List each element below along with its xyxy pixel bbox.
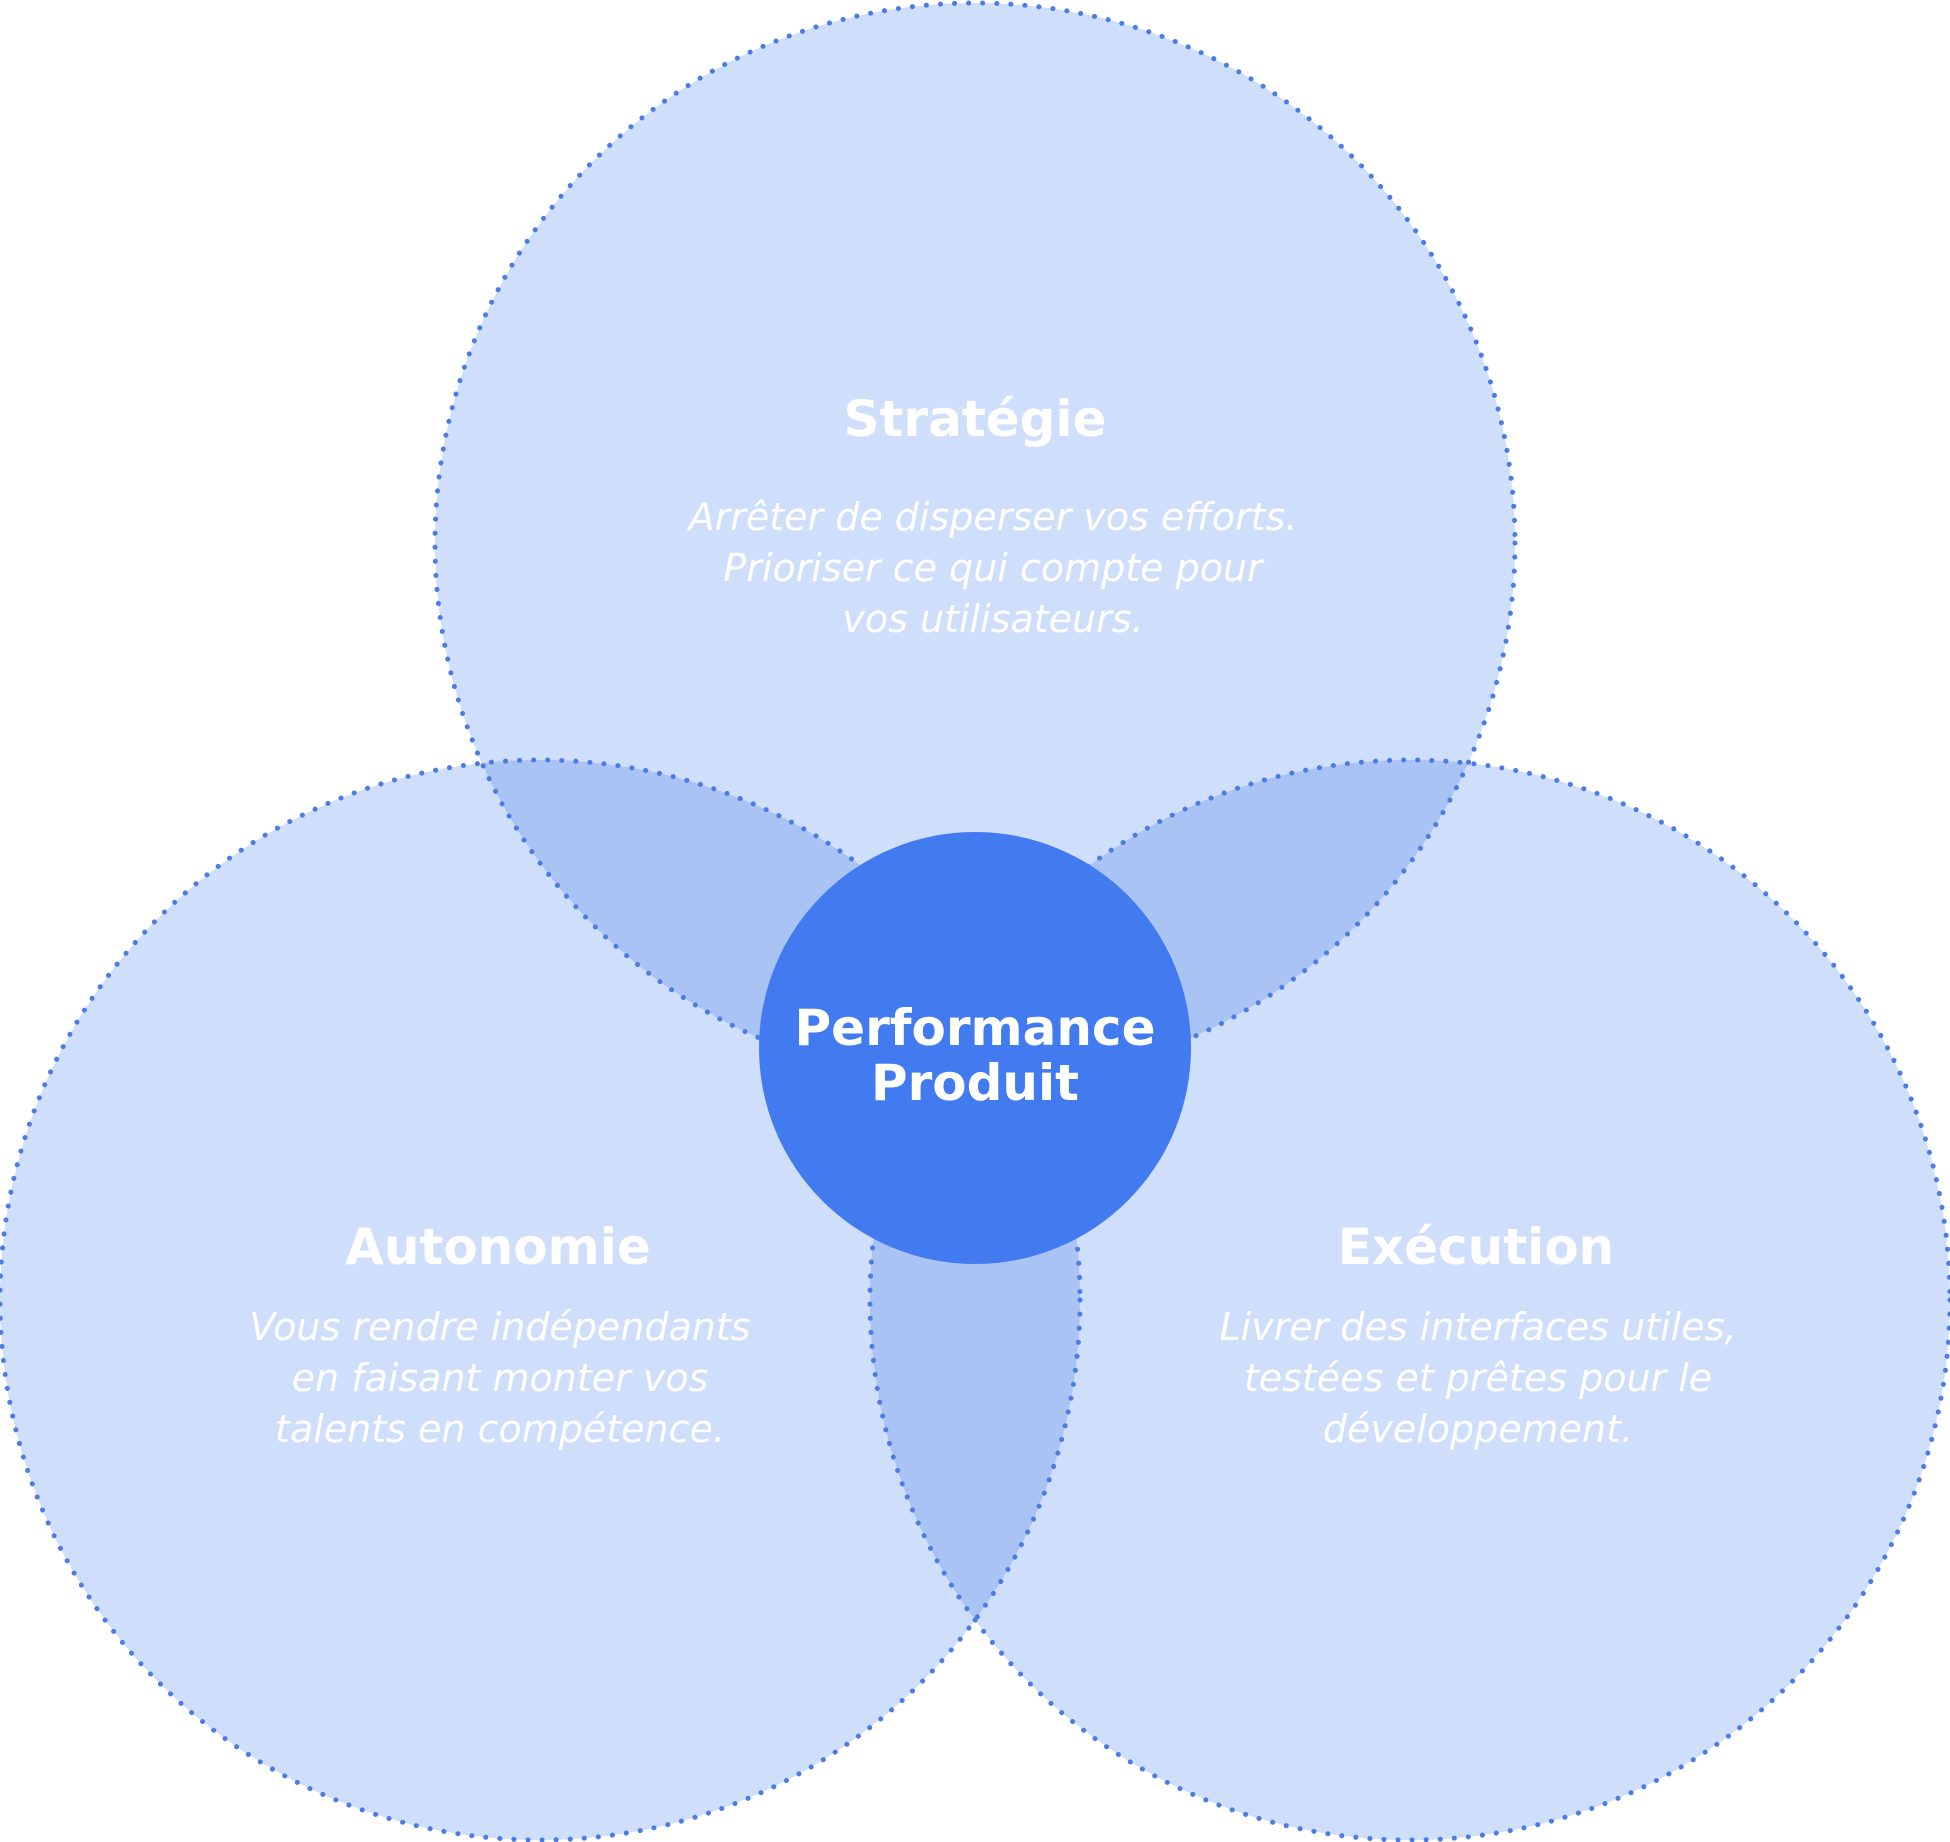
center-circle: [759, 832, 1191, 1264]
center-label-line2: Produit: [871, 1054, 1079, 1112]
center-label-line1: Performance: [795, 999, 1156, 1057]
autonomie-desc-line1: Vous rendre indépendants: [249, 1305, 750, 1349]
autonomie-desc-line2: en faisant monter vos: [292, 1356, 709, 1400]
outline-execution: [867, 757, 1950, 1842]
execution-title: Exécution: [1338, 1218, 1615, 1276]
execution-desc-line1: Livrer des interfaces utiles,: [1219, 1305, 1736, 1349]
autonomie-desc-line3: talents en compétence.: [275, 1407, 725, 1451]
strategie-desc-line3: vos utilisateurs.: [842, 597, 1143, 641]
strategie-desc-line1: Arrêter de disperser vos efforts.: [686, 495, 1298, 539]
strategie-desc-line2: Prioriser ce qui compte pour: [723, 546, 1265, 590]
execution-desc-line3: développement.: [1323, 1407, 1633, 1451]
outline-autonomie: [0, 757, 1083, 1842]
strategie-title: Stratégie: [844, 390, 1107, 448]
execution-desc-line2: testées et prêtes pour le: [1244, 1356, 1712, 1400]
autonomie-title: Autonomie: [345, 1218, 651, 1276]
